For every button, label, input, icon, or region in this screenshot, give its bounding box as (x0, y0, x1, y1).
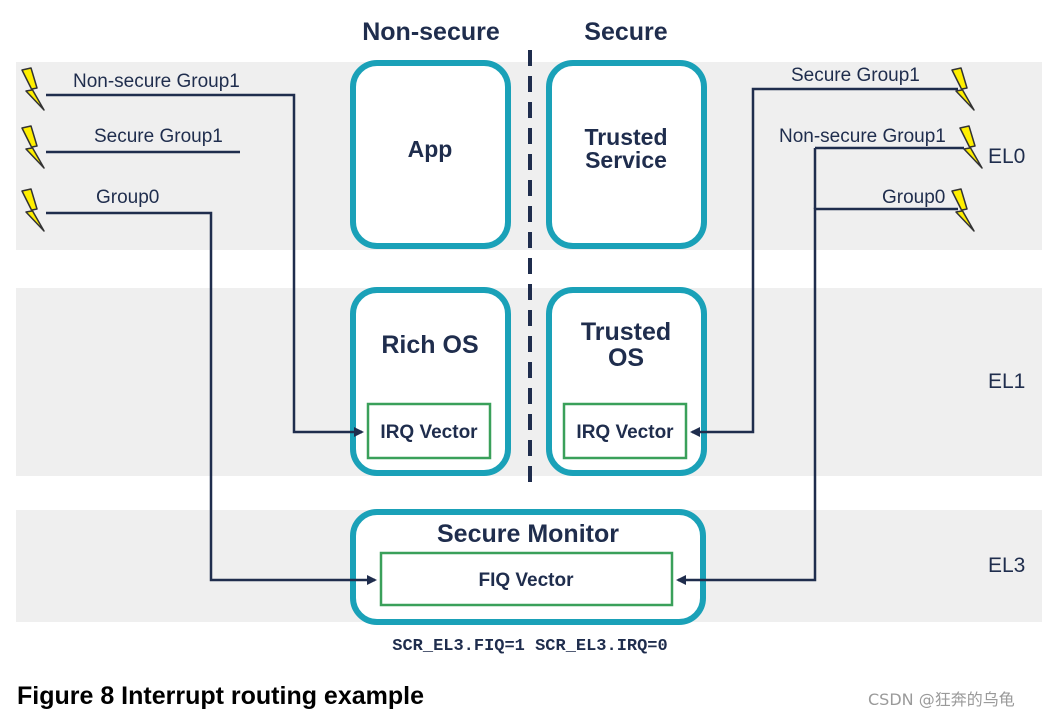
left-secure-group1-label: Secure Group1 (94, 126, 223, 147)
trusted-os-irq-vector-label: IRQ Vector (576, 422, 674, 443)
fiq-vector-label: FIQ Vector (478, 570, 574, 591)
rich-os-irq-vector-box (366, 402, 492, 460)
trusted-service-label-line1: Trusted (584, 124, 667, 150)
non-secure-header: Non-secure (362, 18, 500, 46)
trusted-os-label-line1: Trusted (581, 318, 671, 346)
right-non-secure-group1-label: Non-secure Group1 (779, 126, 946, 147)
right-secure-group1-label: Secure Group1 (791, 65, 920, 86)
trusted-os-irq-vector-box (562, 402, 688, 460)
rich-os-irq-vector-label: IRQ Vector (380, 422, 478, 443)
trusted-service-box (546, 60, 707, 249)
el3-label: EL3 (988, 554, 1025, 577)
right-group0-wire (676, 207, 958, 585)
right-secure-group1-wire (690, 87, 958, 437)
figure-caption: Figure 8 Interrupt routing example (17, 682, 424, 710)
app-label: App (408, 136, 453, 162)
left-non-secure-group1-wire (46, 93, 364, 437)
el1-label: EL1 (988, 370, 1025, 393)
app-box (350, 60, 511, 249)
left-group0-wire (46, 211, 377, 585)
register-settings: SCR_EL3.FIQ=1 SCR_EL3.IRQ=0 (392, 637, 667, 656)
right-group0-label: Group0 (882, 187, 945, 208)
el0-label: EL0 (988, 145, 1025, 168)
fiq-vector-box (379, 551, 674, 607)
trusted-service-label-line2: Service (585, 147, 667, 173)
left-group0-label: Group0 (96, 187, 159, 208)
secure-monitor-label: Secure Monitor (437, 520, 619, 548)
rich-os-label: Rich OS (381, 331, 478, 359)
secure-header: Secure (584, 18, 667, 46)
watermark: CSDN @狂奔的乌龟 (868, 690, 1015, 709)
trusted-os-label-line2: OS (608, 344, 644, 372)
left-non-secure-group1-label: Non-secure Group1 (73, 71, 240, 92)
